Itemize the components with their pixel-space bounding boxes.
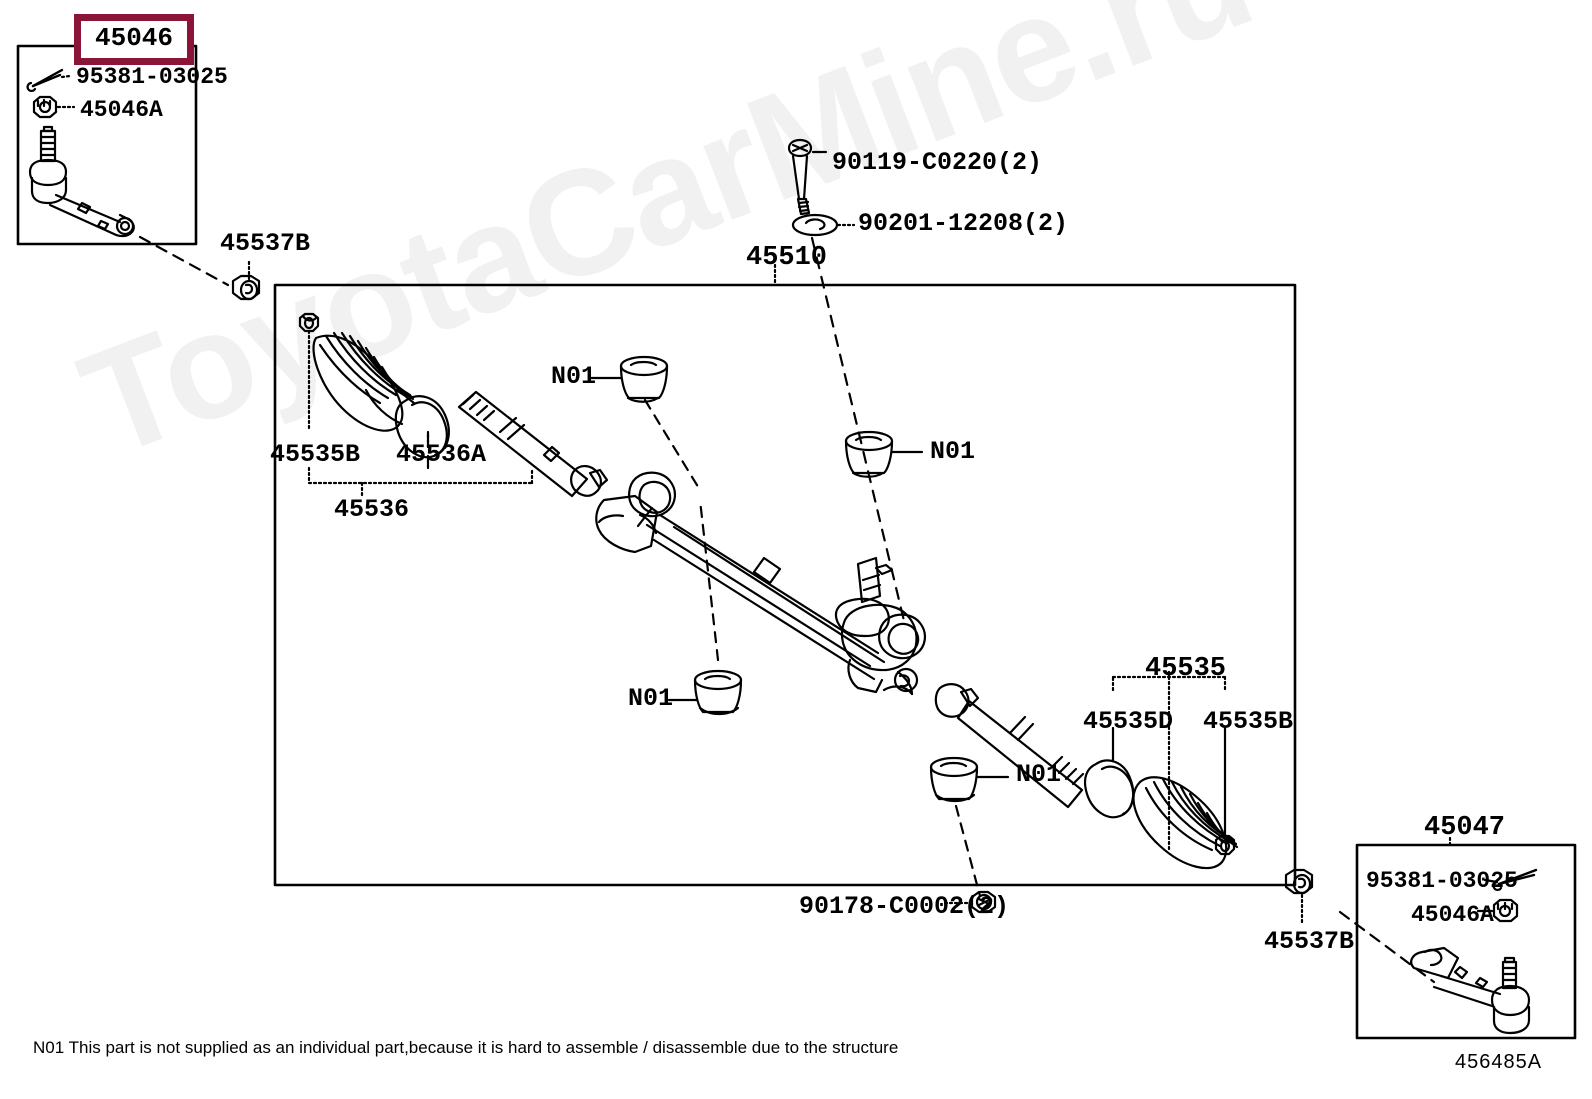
leader-left-tierod-to-nut	[138, 235, 230, 287]
part-number-45536[interactable]: 45536	[334, 495, 410, 524]
note-ref-N01-lower-right[interactable]: N01	[1016, 760, 1062, 789]
part-number-45535D[interactable]: 45535D	[1083, 707, 1174, 736]
part-number-45535B-left[interactable]: 45535B	[270, 440, 361, 469]
clip-45535D-icon	[1083, 759, 1135, 819]
right-part-box	[1355, 843, 1577, 1040]
part-number-95381-03025-left[interactable]: 95381-03025	[76, 64, 228, 90]
bushing-N01-a-icon	[619, 355, 669, 403]
part-number-45537B-left[interactable]: 45537B	[220, 229, 311, 258]
part-number-90178-C0002[interactable]: 90178-C0002(2)	[799, 892, 1010, 921]
bushing-N01-d-icon	[929, 756, 979, 803]
part-number-45536A[interactable]: 45536A	[396, 440, 487, 469]
bushing-N01-b-icon	[844, 430, 894, 478]
footnote-N01: N01 This part is not supplied as an indi…	[33, 1038, 899, 1057]
part-number-45535[interactable]: 45535	[1145, 654, 1227, 684]
inner-tie-rod-right-icon	[934, 683, 1085, 809]
nut-90178-icon	[970, 890, 997, 914]
clamp-45535B-right-icon	[1214, 834, 1236, 856]
tie-rod-end-icon-right	[1410, 946, 1531, 1035]
part-number-45047[interactable]: 45047	[1424, 813, 1506, 843]
nut-45537B-left	[231, 274, 261, 301]
highlighted-part-number-45046[interactable]: 45046	[74, 14, 195, 65]
steering-gear-housing-icon	[595, 471, 926, 696]
note-ref-N01-upper-left[interactable]: N01	[551, 362, 597, 391]
nut-45537B-right	[1284, 868, 1314, 895]
part-number-45535B-right[interactable]: 45535B	[1203, 707, 1294, 736]
washer-90201-icon	[791, 213, 839, 237]
leader-bolt-to-gear	[810, 236, 907, 627]
bolt-90119-icon	[787, 138, 813, 216]
clamp-45535B-left-icon	[298, 312, 320, 333]
boot-45536-icon	[312, 331, 416, 432]
part-number-45537B-right[interactable]: 45537B	[1264, 927, 1355, 956]
leader-right-nut-to-tierod	[1338, 910, 1436, 984]
boot-45535-icon	[1132, 776, 1239, 870]
part-number-95381-03025-right[interactable]: 95381-03025	[1366, 868, 1518, 894]
diagram-id-code: 456485A	[1455, 1051, 1543, 1073]
part-number-45046A-right[interactable]: 45046A	[1411, 902, 1494, 928]
castle-nut-icon	[32, 95, 58, 119]
part-number-45046A-left[interactable]: 45046A	[80, 97, 163, 123]
note-ref-N01-upper-right[interactable]: N01	[930, 437, 976, 466]
tie-rod-end-icon-left	[28, 125, 135, 238]
inner-tie-rod-left-icon	[457, 390, 609, 498]
note-ref-N01-lower-left[interactable]: N01	[628, 684, 674, 713]
part-number-45510[interactable]: 45510	[746, 243, 828, 273]
clip-45536A-icon	[394, 395, 450, 459]
castle-nut-icon-right	[1492, 898, 1519, 923]
main-assembly-frame	[273, 283, 1297, 887]
part-number-90119-C0220[interactable]: 90119-C0220(2)	[832, 148, 1043, 177]
part-number-90201-12208[interactable]: 90201-12208(2)	[858, 209, 1069, 238]
bushing-N01-c-icon	[693, 669, 743, 716]
